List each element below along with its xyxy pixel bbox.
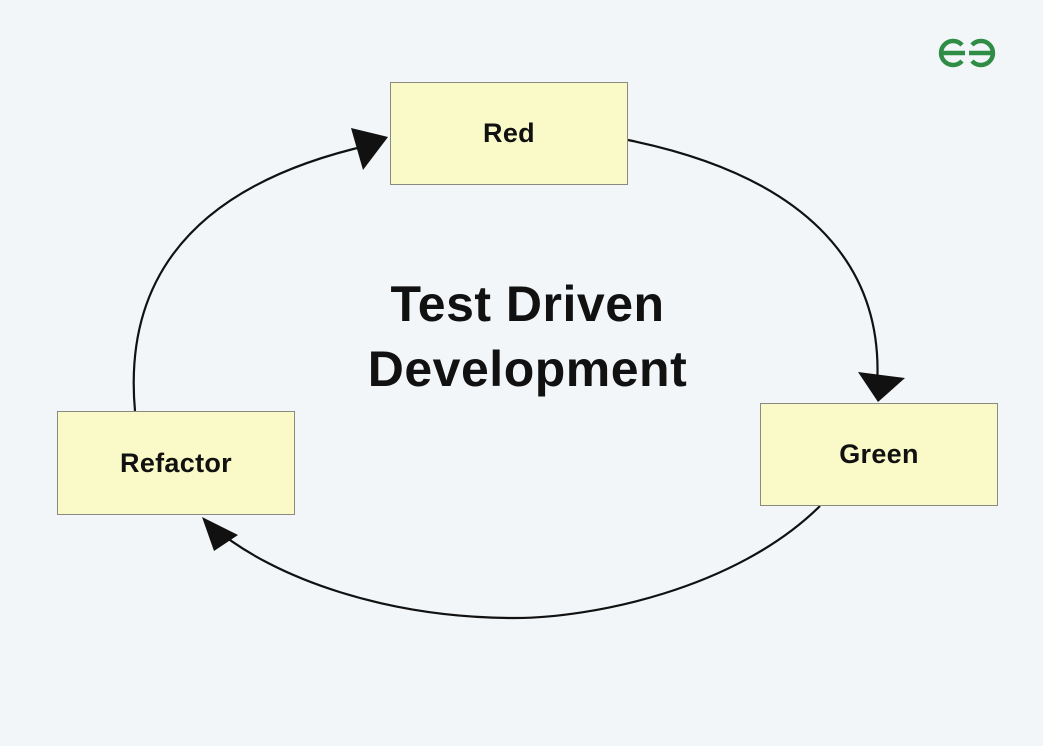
geeksforgeeks-logo-icon (938, 38, 996, 68)
stage-red-box: Red (390, 82, 628, 185)
arrowhead-green (858, 372, 905, 402)
arrow-refactor-to-red (132, 143, 371, 412)
arrowhead-refactor (202, 517, 238, 551)
stage-refactor-label: Refactor (120, 447, 232, 478)
stage-green-box: Green (760, 403, 998, 506)
title-line-1: Test Driven (390, 276, 665, 332)
title-line-2: Development (367, 341, 688, 397)
arrow-red-to-green (627, 138, 879, 387)
arrow-green-to-refactor (211, 505, 821, 620)
arrowhead-red (351, 128, 388, 170)
stage-refactor-box: Refactor (57, 411, 295, 515)
stage-red-label: Red (483, 118, 535, 148)
stage-green-label: Green (839, 439, 919, 469)
diagram-title: Test Driven Development (290, 272, 765, 402)
